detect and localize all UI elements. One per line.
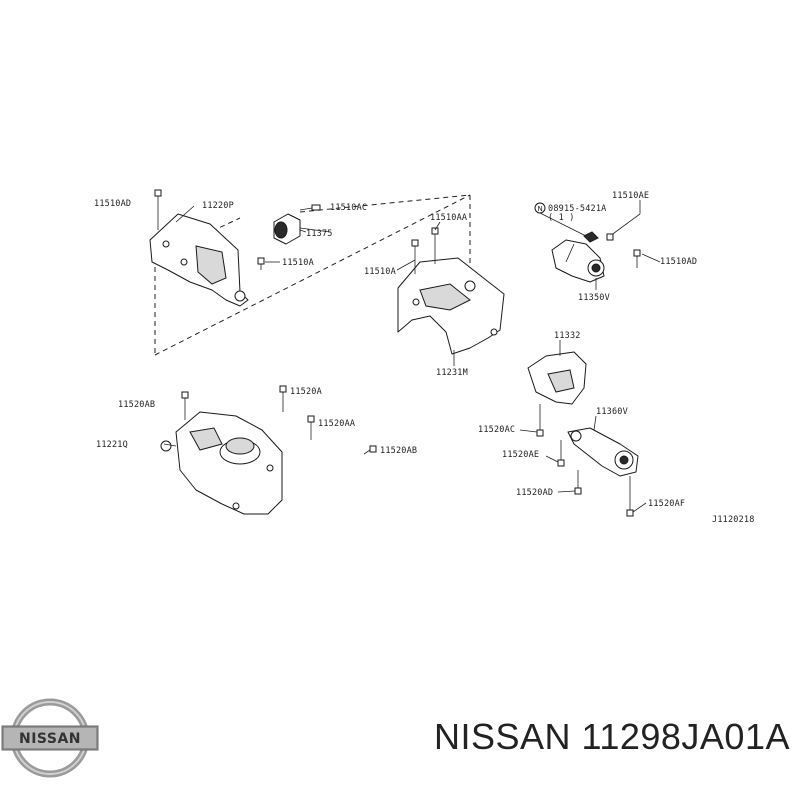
label-11220p: 11220P	[202, 201, 234, 211]
bolt-11520ab-1	[181, 391, 189, 420]
label-08915-qty: ( 1 )	[548, 213, 575, 223]
bolt-11520ae	[557, 440, 565, 467]
label-11510ad-2: 11510AD	[660, 257, 697, 267]
label-11520ac: 11520AC	[478, 425, 515, 435]
bolt-11510ae	[606, 213, 641, 241]
nissan-logo-text: NISSAN	[19, 731, 81, 747]
mount-11221q	[160, 411, 283, 515]
bolt-11520ad	[574, 470, 582, 495]
label-11510ae: 11510AE	[612, 191, 649, 201]
label-11510ad-1: 11510AD	[94, 199, 131, 209]
label-11221q: 11221Q	[96, 440, 128, 450]
nissan-logo: NISSAN	[1, 698, 99, 778]
bolt-11520af	[626, 476, 634, 517]
bolt-11520aa	[307, 415, 315, 440]
label-11510aa: 11510AA	[430, 213, 467, 223]
bracket-11220p	[149, 213, 249, 307]
washer-08915	[583, 231, 599, 243]
bolt-11510aa	[431, 227, 439, 264]
label-11510a: 11510A	[282, 258, 314, 268]
diagram-code: J1120218	[712, 515, 755, 525]
bolt-11510ad-1	[154, 189, 162, 230]
label-11510a-b: 11510A	[364, 267, 396, 277]
leader-lines	[163, 200, 661, 513]
label-11375: 11375	[306, 229, 333, 239]
label-08915: 08915-5421A	[548, 204, 607, 214]
badge-n-text: N	[538, 205, 543, 213]
bracket-11332	[527, 340, 587, 405]
label-11520af: 11520AF	[648, 499, 685, 509]
label-11520ab-1: 11520AB	[118, 400, 155, 410]
mount-11350v	[551, 239, 605, 283]
n-circle-badge: N	[534, 202, 546, 214]
label-11520ad: 11520AD	[516, 488, 553, 498]
label-11520ab-2: 11520AB	[380, 446, 417, 456]
label-11510ac: 11510AC	[330, 203, 367, 213]
label-11520ae: 11520AE	[502, 450, 539, 460]
label-11520aa: 11520AA	[318, 419, 355, 429]
label-11231m: 11231M	[436, 368, 468, 378]
bracket-11231m	[397, 257, 505, 355]
part-number-title: NISSAN 11298JA01A	[433, 716, 790, 757]
bolt-11520ac	[536, 404, 544, 437]
label-11332: 11332	[554, 331, 581, 341]
bolt-11510ac	[299, 204, 321, 211]
bolt-11510ad-2	[633, 249, 641, 268]
label-11520a: 11520A	[290, 387, 322, 397]
bolt-11520a	[279, 385, 287, 412]
torque-rod-11360v	[567, 427, 639, 477]
bolt-11520ab-2	[363, 445, 377, 455]
bushing-11375	[273, 213, 307, 245]
label-11350v: 11350V	[578, 293, 610, 303]
label-11360v: 11360V	[596, 407, 628, 417]
bolt-11510a-1	[257, 257, 265, 270]
part-labels: 11510AD 11220P 11510AC 11375 11510A 1151…	[94, 191, 755, 525]
